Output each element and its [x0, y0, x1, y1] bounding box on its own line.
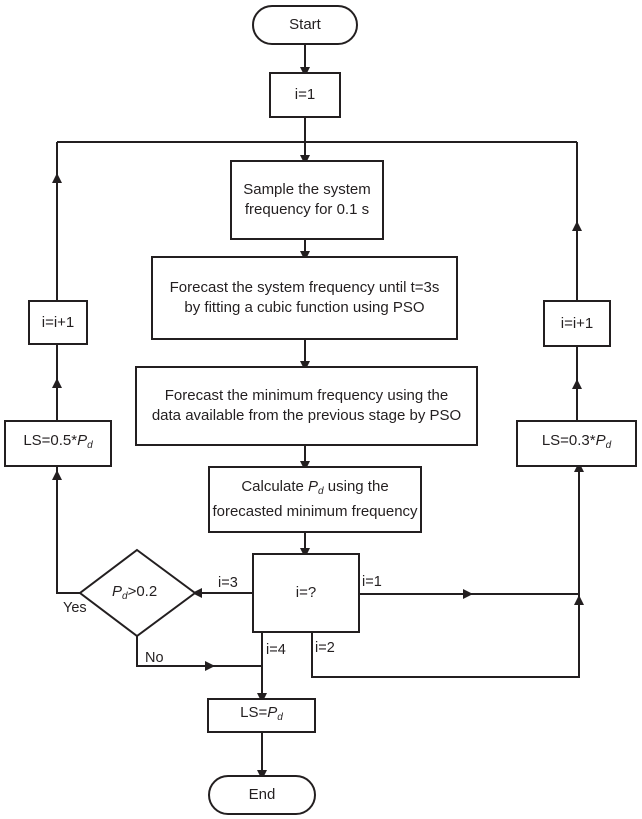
edge-i2: [311, 594, 580, 678]
forecast-min-box: Forecast the minimum frequency using the…: [135, 366, 478, 446]
sample-box: Sample the system frequency for 0.1 s: [230, 160, 384, 240]
forecast-freq-line2: by fitting a cubic function using PSO: [184, 299, 425, 316]
ls-03-label: LS=0.3*Pd: [542, 431, 611, 456]
ls-full-sub: d: [277, 712, 283, 723]
calculate-line1: Calculate Pd using the: [212, 477, 417, 502]
init-label: i=1: [294, 86, 316, 103]
edge-label-no: No: [145, 650, 164, 666]
calculate-post: using the: [323, 478, 389, 495]
right-increment-box: i=i+1: [543, 300, 611, 347]
edge-label-yes: Yes: [63, 600, 87, 616]
ls-full-pre: LS=: [240, 704, 268, 721]
decision-i-label: i=?: [295, 584, 317, 601]
start-terminal: Start: [252, 5, 358, 45]
calculate-var: P: [308, 478, 319, 495]
ls-full-var: P: [267, 704, 278, 721]
decision-pd-label: Pd>0.2: [112, 583, 157, 602]
sample-line2: frequency for 0.1 s: [244, 201, 370, 218]
ls-03-box: LS=0.3*Pd: [516, 420, 637, 467]
decision-pd-var: P: [112, 583, 123, 600]
start-label: Start: [289, 16, 321, 33]
left-increment-box: i=i+1: [28, 300, 88, 345]
decision-pd-sub: d: [122, 591, 128, 602]
decision-i-box: i=?: [252, 553, 360, 633]
ls-half-sub: d: [87, 440, 93, 451]
ls-half-pre: LS=0.5*: [23, 432, 78, 449]
edge-no: [136, 636, 262, 667]
end-label: End: [248, 786, 276, 803]
ls-full-box: LS=Pd: [207, 698, 316, 733]
init-box: i=1: [269, 72, 341, 118]
calculate-box: Calculate Pd using the forecasted minimu…: [208, 466, 422, 533]
ls-half-var: P: [77, 432, 88, 449]
ls-half-box: LS=0.5*Pd: [4, 420, 112, 467]
calculate-line2: forecasted minimum frequency: [212, 503, 418, 520]
edge-label-i2: i=2: [315, 640, 335, 656]
decision-pd-cond: >0.2: [127, 583, 158, 600]
edge-yes: [56, 467, 80, 594]
ls-03-sub: d: [605, 440, 612, 451]
forecast-min-line1: Forecast the minimum frequency using the: [164, 387, 449, 404]
edge-label-i1: i=1: [362, 574, 382, 590]
forecast-freq-box: Forecast the system frequency until t=3s…: [151, 256, 458, 340]
ls-half-label: LS=0.5*Pd: [23, 431, 92, 456]
ls-full-label: LS=Pd: [240, 703, 283, 728]
end-terminal: End: [208, 775, 316, 815]
right-increment-label: i=i+1: [560, 314, 594, 332]
decision-pd-diamond: [78, 548, 197, 638]
ls-03-pre: LS=0.3*: [541, 432, 596, 449]
calculate-pre: Calculate: [241, 478, 309, 495]
sample-line1: Sample the system: [243, 181, 371, 198]
forecast-freq-line1: Forecast the system frequency until t=3s: [169, 279, 440, 296]
left-increment-label: i=i+1: [41, 313, 75, 331]
calculate-sub: d: [318, 486, 324, 497]
ls-03-var: P: [595, 432, 606, 449]
edge-label-i3: i=3: [218, 575, 238, 591]
edge-label-i4: i=4: [266, 642, 286, 658]
forecast-min-line2: data available from the previous stage b…: [151, 407, 462, 424]
